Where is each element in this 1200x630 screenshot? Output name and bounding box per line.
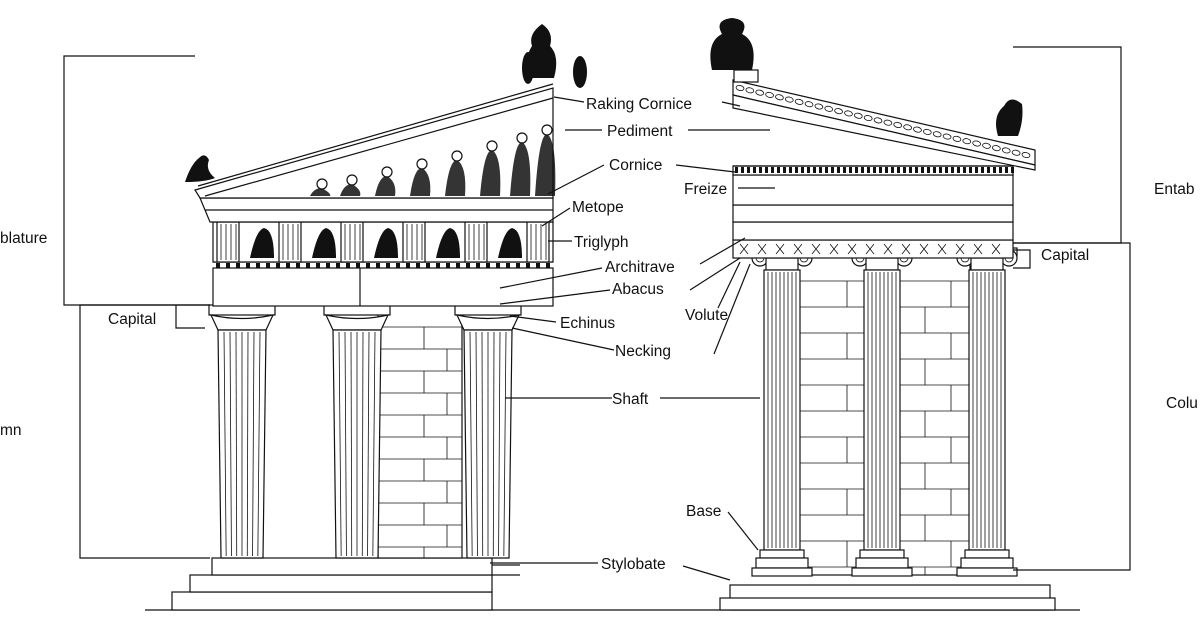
- doric-column: [208, 304, 276, 559]
- label-column-left: mn: [0, 422, 22, 439]
- label-shaft: Shaft: [612, 391, 649, 408]
- label-column-right: Colu: [1166, 395, 1198, 412]
- ionic-column: [851, 247, 913, 577]
- doric-temple-drawing: [145, 24, 1080, 611]
- label-triglyph: Triglyph: [574, 234, 629, 251]
- part-labels: blature mn Capital Raking Cornice Pedime…: [0, 96, 1198, 573]
- label-entablature-right: Entab: [1154, 181, 1195, 198]
- label-echinus: Echinus: [560, 315, 615, 332]
- label-base: Base: [686, 503, 721, 520]
- label-cornice: Cornice: [609, 157, 662, 174]
- doric-column: [323, 304, 391, 559]
- ionic-column: [956, 247, 1018, 577]
- label-entablature-left: blature: [0, 230, 47, 247]
- label-raking-cornice: Raking Cornice: [586, 96, 692, 113]
- label-metope: Metope: [572, 199, 624, 216]
- label-architrave: Architrave: [605, 259, 675, 276]
- leader-lines: [63, 46, 1131, 581]
- label-abacus: Abacus: [612, 281, 664, 298]
- label-frieze: Freize: [684, 181, 727, 198]
- doric-column: [454, 304, 522, 559]
- label-necking: Necking: [615, 343, 671, 360]
- label-stylobate: Stylobate: [601, 556, 666, 573]
- label-pediment: Pediment: [607, 123, 673, 140]
- label-capital-right: Capital: [1041, 247, 1089, 264]
- label-capital-left: Capital: [108, 311, 156, 328]
- ionic-temple-drawing: [710, 18, 1056, 611]
- label-volute: Volute: [685, 307, 728, 324]
